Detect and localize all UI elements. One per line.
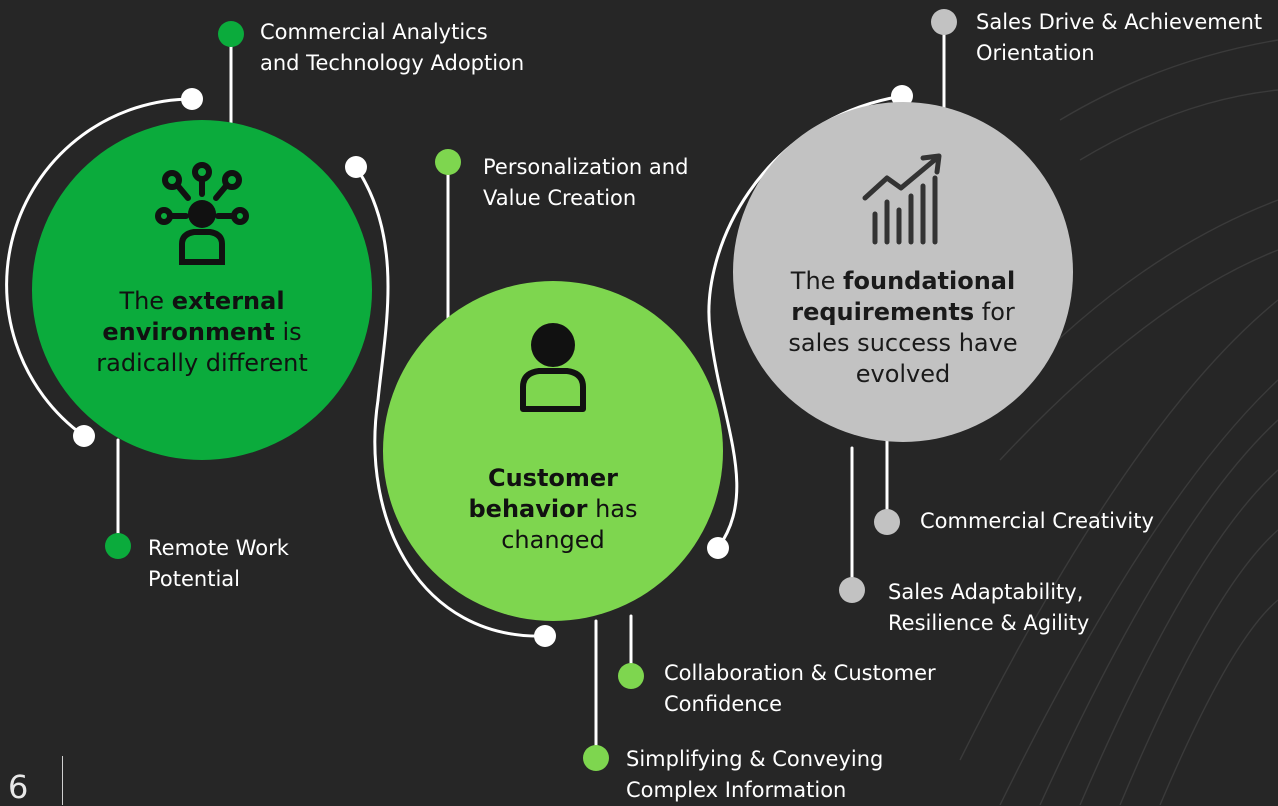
label-sales-adaptability: Sales Adaptability, Resilience & Agility bbox=[888, 580, 1090, 635]
label-collaboration: Collaboration & Customer Confidence bbox=[664, 661, 936, 716]
bullet-sales-adaptability bbox=[839, 577, 865, 603]
label-simplifying: Simplifying & Conveying Complex Informat… bbox=[626, 747, 884, 802]
label-commercial-analytics: Commercial Analytics and Technology Adop… bbox=[260, 20, 525, 75]
arc-hub-1-left bbox=[5, 97, 194, 438]
network-person-icon bbox=[155, 162, 249, 265]
label-personalization: Personalization and Value Creation bbox=[483, 155, 689, 210]
white-node bbox=[345, 156, 367, 178]
label-remote-work: Remote Work Potential bbox=[148, 536, 289, 591]
white-node bbox=[73, 425, 95, 447]
white-node bbox=[707, 537, 729, 559]
page-number: 6 bbox=[8, 768, 29, 806]
bullet-commercial-creativity bbox=[874, 509, 900, 535]
growth-chart-icon bbox=[862, 153, 942, 245]
bullet-personalization bbox=[435, 149, 461, 175]
white-node bbox=[891, 85, 913, 107]
arc-hub-2-left bbox=[373, 398, 547, 638]
hub-external-environment: The external environment is radically di… bbox=[32, 120, 372, 460]
bullet-sales-drive bbox=[931, 9, 957, 35]
hub-foundational-requirements: The foundational requirements for sales … bbox=[733, 102, 1073, 442]
hub-customer-behavior: Customer behavior has changed bbox=[383, 281, 723, 621]
white-node bbox=[181, 88, 203, 110]
bullet-remote-work bbox=[105, 533, 131, 559]
hub-text: Customer behavior has changed bbox=[468, 464, 638, 554]
bullet-simplifying bbox=[583, 745, 609, 771]
label-commercial-creativity: Commercial Creativity bbox=[920, 509, 1154, 533]
bullet-commercial-analytics bbox=[218, 21, 244, 47]
label-sales-drive: Sales Drive & Achievement Orientation bbox=[976, 10, 1263, 65]
bullet-collaboration bbox=[618, 663, 644, 689]
arc-hub-1-right bbox=[354, 165, 390, 402]
hub-text: The foundational requirements for sales … bbox=[788, 267, 1018, 388]
hub-text: The external environment is radically di… bbox=[96, 287, 308, 377]
person-icon bbox=[520, 323, 586, 412]
white-node bbox=[534, 625, 556, 647]
page-number-divider bbox=[62, 756, 63, 805]
